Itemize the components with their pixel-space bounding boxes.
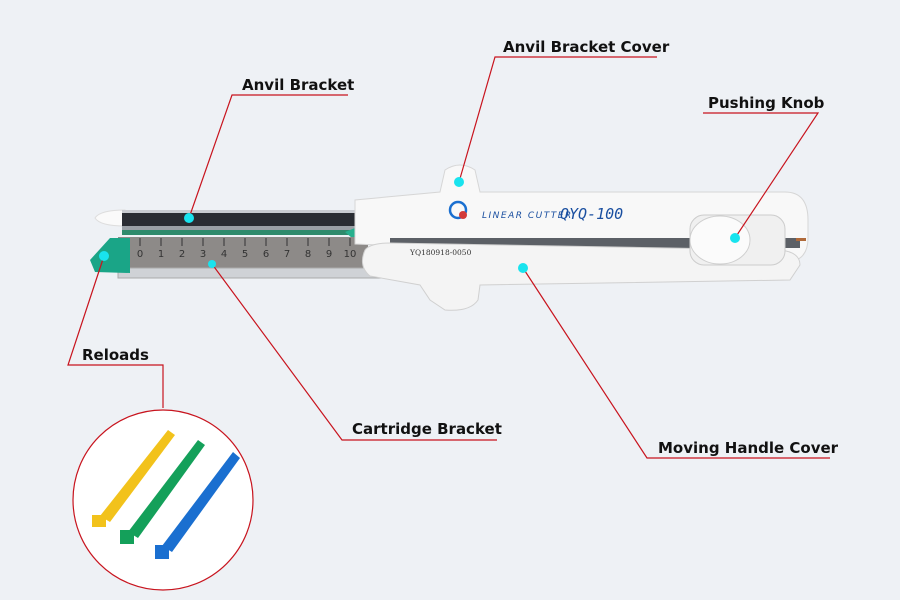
handle-body: LINEAR CUTTER QYQ-100 YQ180918-0050 (354, 164, 809, 311)
ruler-number: 0 (137, 249, 143, 260)
label-pushing-knob: Pushing Knob (708, 94, 825, 112)
model-text: QYQ-100 (560, 205, 623, 223)
ruler-number: 8 (305, 249, 311, 260)
ruler-number: 2 (179, 249, 185, 260)
brand-logo-icon (448, 200, 468, 220)
ruler-number: 9 (326, 249, 332, 260)
label-anvil-bracket-cover: Anvil Bracket Cover (503, 38, 670, 56)
reload-green (128, 440, 205, 538)
marker-pushing-knob (730, 233, 740, 243)
brand-text: LINEAR CUTTER (482, 211, 573, 221)
ruler-number: 3 (200, 249, 206, 260)
ruler-number: 1 (158, 249, 164, 260)
anvil-bracket (94, 209, 375, 238)
reload-tip (90, 238, 130, 273)
ruler-number: 5 (242, 249, 248, 260)
pushing-knob[interactable] (689, 215, 751, 265)
ruler-number: 6 (263, 249, 269, 260)
label-cartridge-bracket: Cartridge Bracket (352, 420, 502, 438)
marker-anvil-bracket (184, 213, 194, 223)
marker-anvil-bracket-cover (454, 177, 464, 187)
label-moving-handle-cover: Moving Handle Cover (658, 439, 839, 457)
cartridge-bracket: 0 1 2 3 4 5 6 7 8 9 10 (117, 237, 404, 279)
ruler-number: 4 (221, 249, 227, 260)
marker-cartridge-bracket (208, 260, 216, 268)
label-anvil-bracket: Anvil Bracket (242, 76, 354, 94)
serial-number: YQ180918-0050 (409, 248, 472, 257)
reloads-inset (72, 409, 254, 591)
reload-blue (162, 452, 240, 552)
marker-moving-handle-cover (518, 263, 528, 273)
reload-yellow (100, 430, 175, 522)
label-reloads: Reloads (82, 346, 149, 364)
ruler-number: 7 (284, 249, 290, 260)
marker-reloads (99, 251, 109, 261)
ruler-number: 10 (344, 249, 357, 260)
